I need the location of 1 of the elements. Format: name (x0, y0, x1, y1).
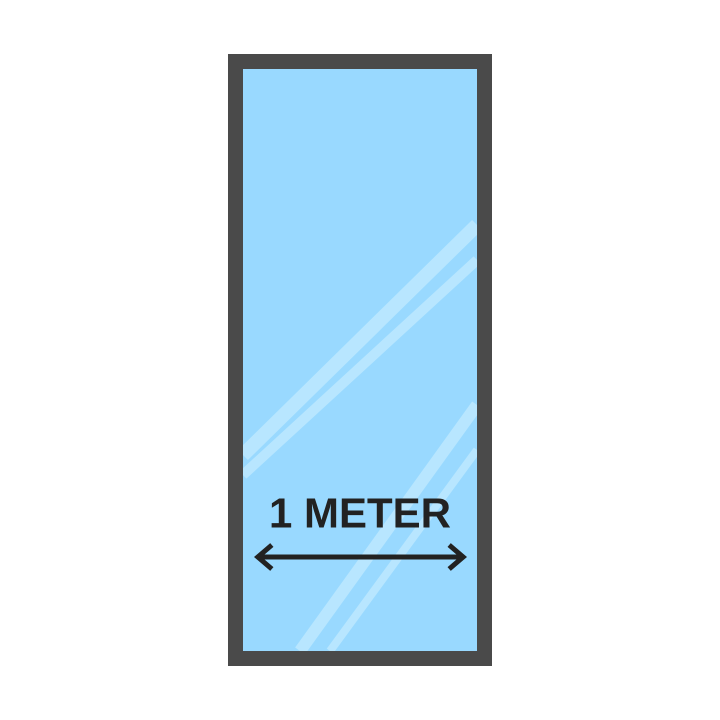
dimension-label: 1 METER (272, 498, 450, 528)
